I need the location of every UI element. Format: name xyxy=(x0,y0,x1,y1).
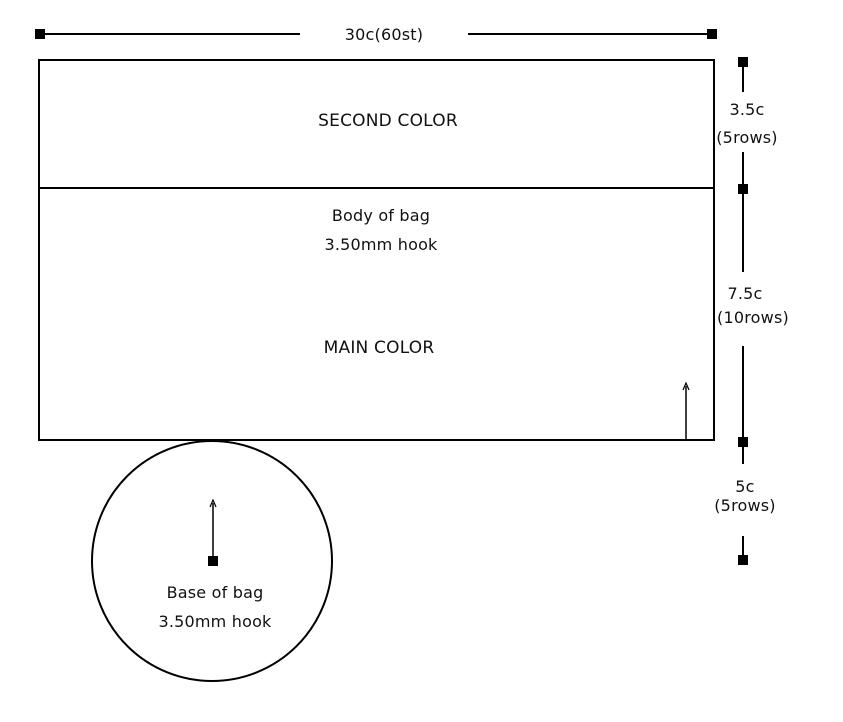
base-hook-size: 3.50mm hook xyxy=(158,612,272,631)
second-rows: (5rows) xyxy=(716,128,778,147)
body-title: Body of bag xyxy=(331,206,431,225)
body-hook-size: 3.50mm hook xyxy=(324,235,438,254)
height-marker-main xyxy=(738,437,748,447)
second-color-label: SECOND COLOR xyxy=(318,111,458,131)
width-end-marker-left xyxy=(35,29,45,39)
main-length: 7.5c xyxy=(727,284,763,303)
height-marker-second xyxy=(738,184,748,194)
height-marker-top xyxy=(738,57,748,67)
second-length: 3.5c xyxy=(729,100,765,119)
width-end-marker-right xyxy=(707,29,717,39)
height-marker-bottom xyxy=(738,555,748,565)
base-arrow-head xyxy=(209,498,217,508)
width-label: 30c(60st) xyxy=(344,25,424,44)
base-length: 5c xyxy=(735,477,755,496)
main-color-label: MAIN COLOR xyxy=(323,338,435,358)
main-rows: (10rows) xyxy=(717,308,789,327)
base-center-marker xyxy=(208,556,218,566)
bag-base-circle xyxy=(91,440,333,682)
body-arrow-head xyxy=(682,381,690,391)
base-rows: (5rows) xyxy=(714,496,776,515)
base-title: Base of bag xyxy=(166,583,264,602)
bag-body-outline xyxy=(38,59,715,441)
